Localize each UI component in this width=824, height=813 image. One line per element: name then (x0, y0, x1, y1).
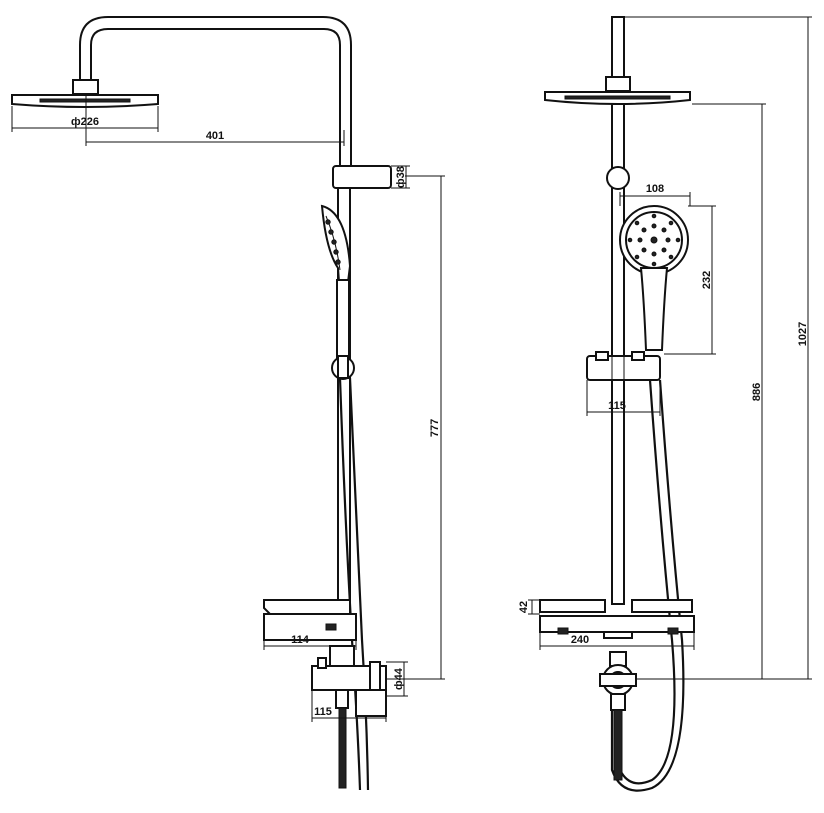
diverter-knob (606, 166, 630, 190)
arm-reach-label: 401 (206, 130, 224, 142)
shelf-front (539, 599, 606, 613)
riser-diameter-label: ф38 (395, 166, 407, 188)
mixer-diameter-label: ф44 (393, 667, 405, 690)
head-height-label: 886 (751, 383, 763, 401)
shelf-width-label: 240 (571, 634, 589, 646)
height-to-mixer-label: 777 (429, 419, 441, 437)
mixer-body-side (329, 645, 355, 667)
slider-width-label: 115 (608, 400, 626, 412)
hand-shower-front (619, 205, 689, 351)
shelf-side (263, 599, 351, 615)
head-connector (72, 79, 99, 95)
shower-arm (79, 16, 352, 171)
head-diameter-label: ф226 (71, 116, 99, 128)
side-view (11, 16, 392, 791)
front-view (539, 16, 695, 792)
shelf-height-label: 42 (518, 601, 530, 613)
total-height-label: 1027 (797, 322, 809, 346)
mixer-width-label: 115 (314, 706, 332, 718)
side-dimensions: ф226 401 ф38 777 114 115 ф44 (11, 96, 445, 722)
front-dimensions: 108 232 115 886 1027 42 240 (518, 16, 812, 680)
diverter-collar (332, 165, 392, 189)
shelf-depth-label: 114 (291, 634, 310, 646)
hand-shower-length-label: 232 (701, 271, 713, 289)
mixer-outlet-hose (338, 707, 347, 789)
mixer-front (599, 651, 637, 781)
head-nozzles (39, 98, 131, 103)
riser-top (611, 16, 625, 78)
hose-front (618, 379, 676, 785)
hand-shower-width-label: 108 (646, 183, 664, 195)
